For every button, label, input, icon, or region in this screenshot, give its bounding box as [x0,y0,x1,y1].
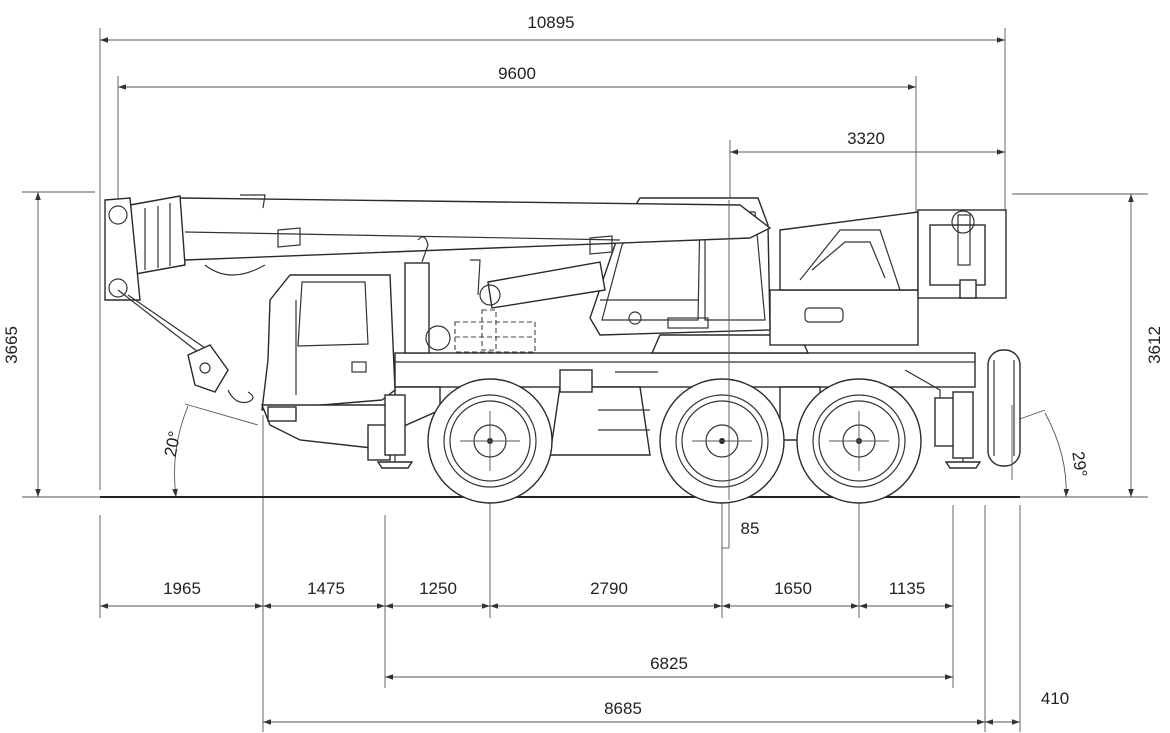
label-overall-length: 10895 [527,13,574,32]
superstructure [650,211,919,354]
dimension-lines [35,37,1134,725]
label-height-rear: 3612 [1145,326,1164,364]
boom [104,194,772,301]
carrier-cab [260,274,396,461]
label-seg-rear: 1135 [889,579,926,598]
crane-drawing [104,194,1021,504]
label-rear-tail: 410 [1041,689,1069,708]
label-seg-cab: 1475 [307,579,345,598]
outrigger-rear [934,391,982,469]
outrigger-front [376,394,414,469]
label-seg-outrigger-front: 1250 [419,579,457,598]
counterweight [917,209,1007,299]
stowed-equipment [454,309,536,353]
label-boom-overhang: 9600 [498,64,536,83]
wheel-middle [659,378,785,504]
hook-block [117,289,254,404]
wheel-front [427,378,553,504]
rear-spare-tyre [987,349,1021,467]
label-height-front: 3665 [2,326,21,364]
label-departure-angle: 29° [1068,450,1090,478]
dimension-labels: 10895 9600 3320 3665 3612 20° 29° 85 196… [2,13,1164,718]
label-seg-front-overhang: 1965 [163,579,201,598]
label-seg-axle-2-3: 1650 [774,579,812,598]
label-chassis-length: 8685 [604,699,642,718]
label-seg-axle-1-2: 2790 [590,579,628,598]
label-approach-angle: 20° [161,429,185,458]
luffing-cylinder [404,236,606,354]
approach-angle-marker [172,403,259,498]
label-outrigger-span: 6825 [650,654,688,673]
wheel-rear [796,378,922,504]
label-slew-to-rear: 3320 [847,129,885,148]
label-axle-offset: 85 [741,519,760,538]
